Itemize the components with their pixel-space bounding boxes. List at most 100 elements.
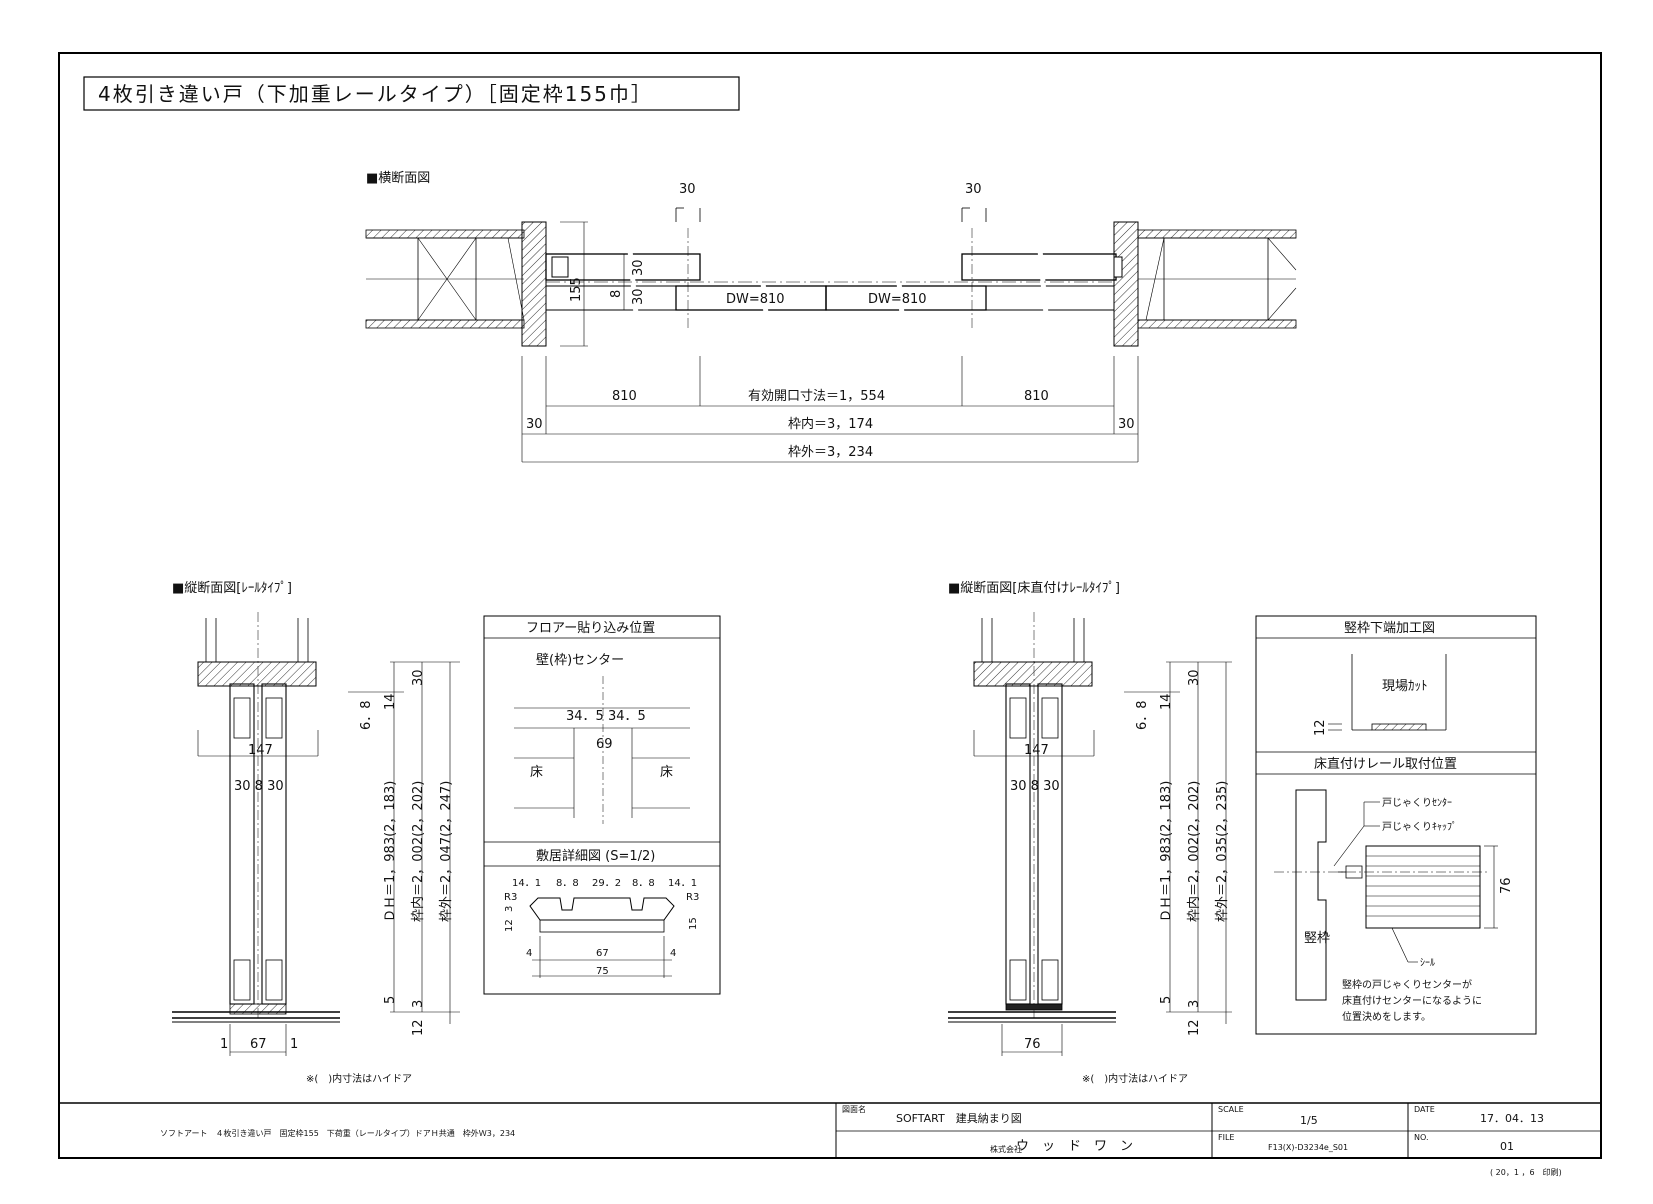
rail-note3: 位置決めをします。	[1342, 1010, 1431, 1023]
rail-dim-76: 76	[1499, 877, 1514, 894]
left-dim-12: 12	[411, 1019, 426, 1036]
left-section-heading: ■縦断面図[ﾚｰﾙﾀｲﾌﾟ]	[172, 581, 292, 596]
sill-panel: 敷居詳細図 (S=1/2) 14．1 8．8 29．2 8．8 14．1 R3 …	[484, 841, 720, 978]
sill-d4b: 4	[670, 948, 676, 959]
sill-d15: 15	[688, 917, 699, 930]
plan-dim-810-left: 810	[612, 389, 637, 404]
tb-file: F13(X)-D3234e_S01	[1268, 1143, 1348, 1152]
left-note: ※( )内寸法はハイドア	[306, 1072, 412, 1085]
plan-dw-left: DW=810	[726, 292, 785, 307]
plan-dim-outer: 枠外＝3，234	[788, 445, 873, 460]
title-box	[83, 76, 740, 111]
left-dim-67: 67	[250, 1037, 267, 1052]
left-dim-5: 5	[383, 996, 398, 1004]
floor-dim-69: 69	[596, 737, 613, 752]
tb-print-date: ( 20，1 ，6 印刷)	[1490, 1168, 1562, 1177]
plan-dim-30-frame-right: 30	[1118, 417, 1135, 432]
rail-note2: 床直付けセンターになるように	[1342, 994, 1482, 1007]
sill-d67: 67	[596, 948, 609, 959]
floor-panel-sub: 壁(枠)センター	[536, 653, 624, 668]
tb-scale-label: SCALE	[1218, 1105, 1244, 1114]
plan-section: ■横断面図	[365, 171, 1297, 463]
tb-date: 17．04．13	[1480, 1112, 1544, 1125]
sill-d3: 29．2	[592, 878, 621, 889]
sill-d12: 12	[504, 919, 515, 932]
tb-file-label: FILE	[1218, 1133, 1234, 1142]
left-dim-inner: 枠内＝2，002(2，202)	[410, 781, 426, 922]
plan-dim-opening: 有効開口寸法＝1，554	[748, 389, 885, 404]
right-dim-dh: ＤＨ＝1，983(2，183)	[1159, 781, 1174, 922]
tb-no-label: NO.	[1414, 1133, 1429, 1142]
sill-d75: 75	[596, 966, 609, 977]
tb-company: ウ ッ ド ワ ン	[1016, 1139, 1133, 1154]
right-dim-outer: 枠外＝2，035(2，235)	[1215, 781, 1230, 922]
right-note: ※( )内寸法はハイドア	[1082, 1072, 1188, 1085]
sill-d4a: 4	[526, 948, 532, 959]
right-dim-76: 76	[1024, 1037, 1041, 1052]
left-dim-30830: 30 8 30	[234, 779, 284, 794]
right-dim-inner: 枠内＝2，002(2，202)	[1186, 781, 1202, 922]
right-dim-30top: 30	[1187, 669, 1202, 686]
rail-label-center: 戸じゃくりｾﾝﾀｰ	[1382, 797, 1452, 809]
left-dim-30top: 30	[411, 669, 426, 686]
tb-drawing-name: SOFTART 建具納まり図	[896, 1111, 1022, 1125]
rail-seal: ｼｰﾙ	[1420, 958, 1435, 969]
jamb-cut: 現場ｶｯﾄ	[1382, 679, 1428, 694]
right-dim-30830: 30 8 30	[1010, 779, 1060, 794]
tb-company-label: 株式会社	[990, 1144, 1022, 1154]
rail-panel: 床直付けレール取付位置 戸じゃくりｾﾝﾀｰ 戸じゃくりｷｬｯﾌﾟ 76 竪枠 ｼ…	[1256, 751, 1536, 1023]
left-vertical-section: ■縦断面図[ﾚｰﾙﾀｲﾌﾟ] 147 30 8 30 6．8 14 30 ＤＨ＝…	[172, 581, 460, 1085]
plan-dim-inner: 枠内＝3，174	[788, 416, 873, 432]
jamb-dim-12: 12	[1313, 719, 1328, 736]
title-block: ソフトアート ４枚引き違い戸 固定枠155 下荷重（レールタイプ）ドアＨ共通 枠…	[59, 1102, 1601, 1177]
rail-note1: 竪枠の戸じゃくりセンターが	[1342, 978, 1472, 991]
sill-r-right: R3	[686, 892, 699, 903]
plan-dim-30a: 30	[631, 259, 646, 276]
sill-d3b: 3	[504, 906, 515, 912]
floor-panel: フロアー貼り込み位置 壁(枠)センター 34．5 34．5 69 床 床	[483, 615, 721, 995]
left-dim-3: 3	[411, 1000, 426, 1008]
right-dim-14: 14	[1159, 693, 1174, 710]
tb-drawing-name-label: 図面名	[842, 1104, 866, 1114]
sill-r-left: R3	[504, 892, 517, 903]
right-section-heading: ■縦断面図[床直付けﾚｰﾙﾀｲﾌﾟ]	[948, 581, 1120, 596]
sill-panel-heading: 敷居詳細図 (S=1/2)	[536, 848, 655, 864]
right-vertical-section: ■縦断面図[床直付けﾚｰﾙﾀｲﾌﾟ] 147 30 8 30 6．8 14 30…	[948, 581, 1232, 1085]
right-dim-68: 6．8	[1135, 700, 1150, 730]
jamb-panel-heading: 竪枠下端加工図	[1344, 621, 1435, 636]
floor-dim-345b: 34．5	[608, 709, 646, 724]
plan-dim-8: 8	[609, 290, 624, 298]
tb-description: ソフトアート ４枚引き違い戸 固定枠155 下荷重（レールタイプ）ドアＨ共通 枠…	[160, 1128, 515, 1138]
right-dim-3: 3	[1187, 1000, 1202, 1008]
sheet-border	[58, 52, 1602, 1159]
tb-scale: 1/5	[1300, 1114, 1318, 1127]
plan-dim-810-right: 810	[1024, 389, 1049, 404]
left-dim-14: 14	[383, 693, 398, 710]
floor-left: 床	[530, 765, 543, 780]
left-dim-dh: ＤＨ＝1，983(2，183)	[383, 781, 398, 922]
plan-dim-30b: 30	[631, 288, 646, 305]
left-dim-147: 147	[248, 743, 273, 758]
plan-dim-155: 155	[569, 277, 584, 302]
left-dim-68: 6．8	[359, 700, 374, 730]
sill-d2: 8．8	[556, 878, 579, 889]
left-dim-1b: 1	[290, 1037, 298, 1052]
floor-right: 床	[660, 765, 673, 780]
plan-dim-30-right: 30	[965, 182, 982, 197]
sheet-title: 4枚引き違い戸（下加重レールタイプ）［固定枠155巾］	[98, 82, 653, 106]
right-dim-147: 147	[1024, 743, 1049, 758]
rail-jamb-label: 竪枠	[1304, 931, 1330, 946]
plan-dim-30-left: 30	[679, 182, 696, 197]
right-dim-12: 12	[1187, 1019, 1202, 1036]
plan-dw-right: DW=810	[868, 292, 927, 307]
rail-label-cap: 戸じゃくりｷｬｯﾌﾟ	[1382, 821, 1457, 833]
sill-d5: 14．1	[668, 878, 697, 889]
plan-dim-30-frame-left: 30	[526, 417, 543, 432]
rail-panel-heading: 床直付けレール取付位置	[1314, 757, 1457, 772]
plan-heading: ■横断面図	[366, 171, 430, 186]
floor-dim-345a: 34．5	[566, 709, 604, 724]
left-dim-1a: 1	[220, 1037, 228, 1052]
tb-date-label: DATE	[1414, 1105, 1435, 1114]
floor-panel-heading: フロアー貼り込み位置	[526, 621, 655, 636]
